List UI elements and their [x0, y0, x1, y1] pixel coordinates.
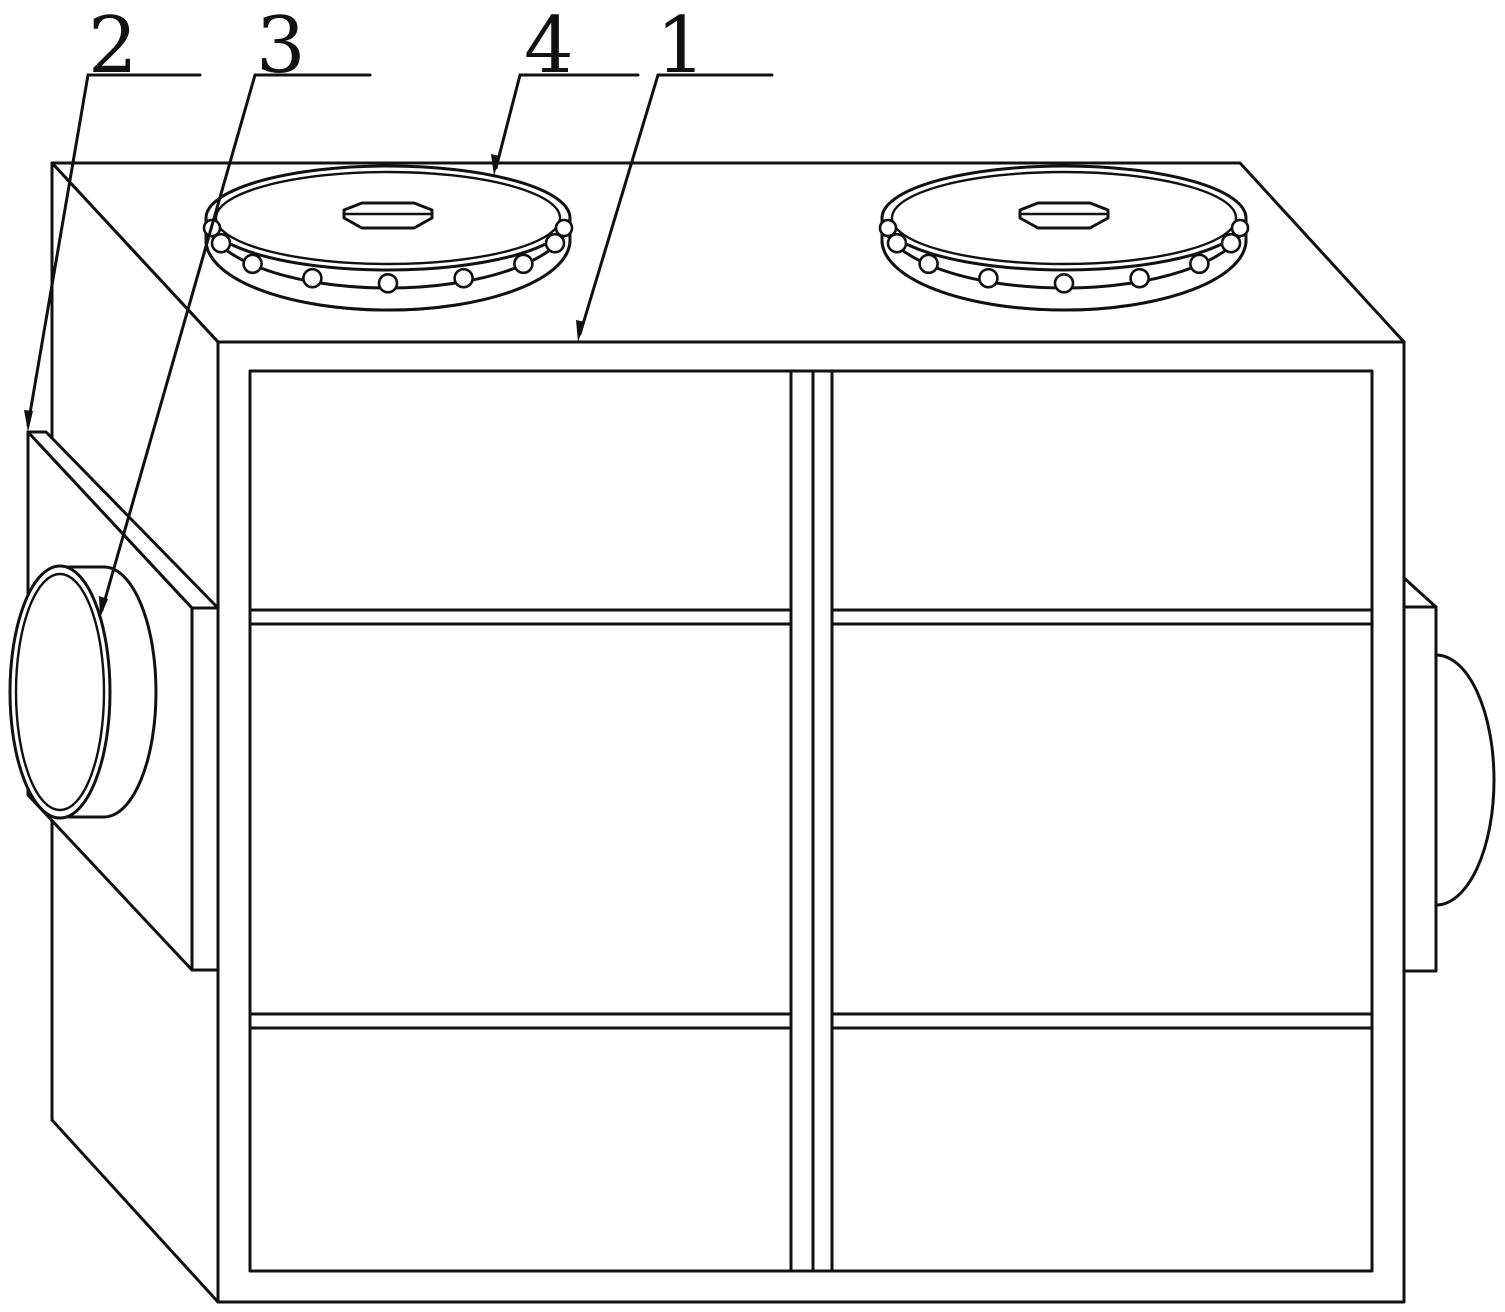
top-cover-left	[202, 164, 574, 312]
leader-2-line	[26, 73, 90, 427]
bolt-hole	[886, 232, 908, 254]
bolt-hole	[513, 253, 534, 275]
bolt-hole	[242, 253, 263, 275]
bolt-hole	[1189, 253, 1210, 275]
leader-3-arrow	[99, 596, 108, 618]
inlet-pipe-rim-inner	[14, 572, 106, 812]
bolt-hole	[554, 218, 574, 238]
leader-2-arrow	[24, 410, 33, 432]
leader-4-arrow	[491, 154, 500, 176]
cover-right-top-rim	[890, 170, 1238, 266]
left-plate-front	[190, 606, 220, 972]
bolt-hole	[978, 267, 999, 289]
callout-2: 2	[88, 1, 138, 91]
bolt-hole	[1053, 272, 1075, 294]
left-inlet-assembly	[8, 430, 220, 972]
callout-4: 4	[524, 1, 574, 91]
bolt-hole	[302, 267, 323, 289]
bolt-hole	[377, 272, 399, 294]
housing	[50, 161, 1406, 1304]
bolt-hole	[878, 218, 898, 238]
right-outlet-assembly	[1402, 576, 1496, 973]
leader-4-line	[494, 73, 522, 170]
bolt-hole	[1230, 218, 1250, 238]
callout-1: 1	[656, 1, 706, 91]
front-window-grid	[248, 369, 1374, 1273]
cover-right-hex-nut	[1018, 201, 1110, 230]
cover-left-band	[204, 216, 572, 312]
callout-labels: 2 3 4 1	[88, 1, 706, 91]
leader-lines	[24, 73, 774, 618]
bolt-hole	[544, 232, 566, 254]
bolt-hole	[1129, 267, 1150, 289]
bolt-hole	[918, 253, 939, 275]
outlet-pipe-body	[1434, 653, 1496, 907]
callout-3: 3	[256, 1, 306, 91]
cover-left-top-rim	[214, 170, 562, 266]
inlet-pipe-rim-outer	[8, 564, 112, 820]
top-cover-right	[878, 164, 1250, 312]
bolt-hole	[210, 232, 232, 254]
right-plate-top	[1402, 576, 1438, 609]
cover-left-hex-nut	[342, 201, 434, 230]
housing-front-face	[216, 340, 1406, 1304]
right-plate-front	[1402, 605, 1438, 973]
bolt-hole	[453, 267, 474, 289]
leader-3-line	[100, 73, 257, 612]
front-inner-frame	[248, 369, 1374, 1273]
cover-right-band	[880, 216, 1248, 312]
leader-1-arrow	[576, 320, 585, 342]
bolt-hole	[1220, 232, 1242, 254]
leader-1-line	[578, 73, 660, 336]
